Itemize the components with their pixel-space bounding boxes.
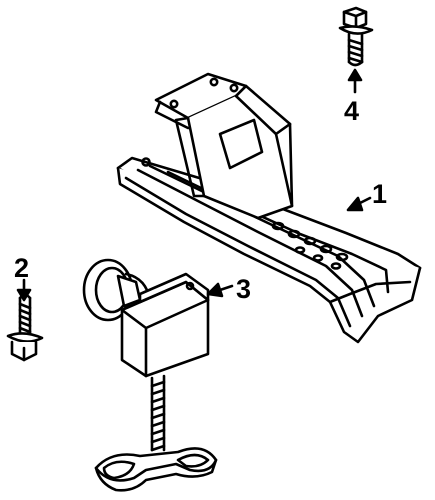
callout-1: 1 [372,179,387,209]
bolt-2 [6,293,44,362]
bolt-4 [338,6,374,67]
arrow-4 [347,68,363,94]
spare-tire-carrier-crossmember [116,72,422,344]
callout-4: 4 [344,96,359,126]
callout-3: 3 [236,274,251,304]
spare-tire-hoist [82,258,218,492]
callout-2: 2 [14,253,29,283]
arrow-1 [346,196,372,212]
arrow-2 [16,278,32,302]
arrow-3 [206,282,234,298]
